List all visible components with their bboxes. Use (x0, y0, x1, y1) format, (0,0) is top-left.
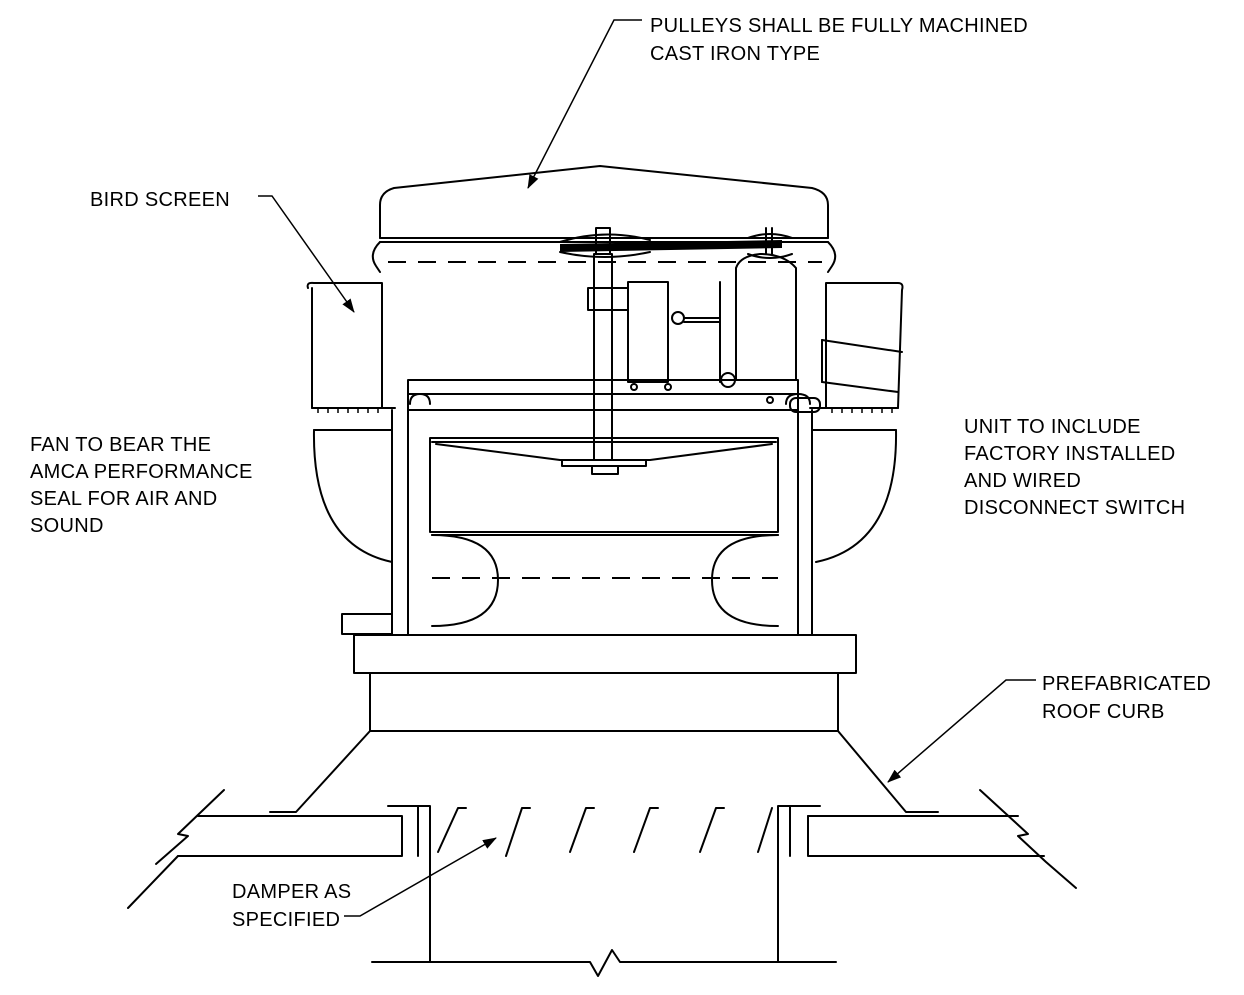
damper-blades (437, 807, 773, 857)
label-damper-line-1: DAMPER AS (232, 881, 351, 903)
label-damper: DAMPER AS SPECIFIED (232, 881, 351, 931)
label-amca-line-2: AMCA PERFORMANCE (30, 461, 253, 483)
label-disconnect-line-4: DISCONNECT SWITCH (964, 497, 1185, 519)
label-roof-curb-line-1: PREFABRICATED (1042, 673, 1211, 695)
fan-hood (371, 165, 837, 273)
label-amca-line-1: FAN TO BEAR THE (30, 434, 211, 456)
label-damper-line-2: SPECIFIED (232, 909, 340, 931)
label-amca-line-3: SEAL FOR AIR AND (30, 488, 217, 510)
label-amca-line-4: SOUND (30, 515, 104, 537)
roof-curb (269, 613, 939, 813)
support-frame (391, 379, 821, 636)
bird-screen-right (809, 282, 904, 409)
label-pulleys-line-1: PULLEYS SHALL BE FULLY MACHINED (650, 15, 1028, 37)
leader-lines (258, 19, 1036, 917)
label-disconnect-line-1: UNIT TO INCLUDE (964, 416, 1141, 438)
label-disconnect-line-2: FACTORY INSTALLED (964, 443, 1175, 465)
bird-screen-left (306, 281, 396, 409)
fan-wheel (429, 437, 779, 533)
label-disconnect-line-3: AND WIRED (964, 470, 1081, 492)
roof-deck (127, 789, 1077, 977)
screen-base-ticks (317, 408, 893, 413)
label-roof-curb: PREFABRICATED ROOF CURB (1042, 673, 1211, 723)
label-amca: FAN TO BEAR THE AMCA PERFORMANCE SEAL FO… (30, 434, 253, 537)
label-disconnect: UNIT TO INCLUDE FACTORY INSTALLED AND WI… (964, 416, 1185, 519)
label-bird-screen: BIRD SCREEN (90, 189, 230, 211)
label-bird-screen-line-1: BIRD SCREEN (90, 189, 230, 211)
fan-housing (312, 429, 898, 627)
label-pulleys-line-2: CAST IRON TYPE (650, 43, 820, 65)
drive-assembly (559, 227, 797, 461)
label-pulleys: PULLEYS SHALL BE FULLY MACHINED CAST IRO… (650, 15, 1028, 65)
label-roof-curb-line-2: ROOF CURB (1042, 701, 1165, 723)
